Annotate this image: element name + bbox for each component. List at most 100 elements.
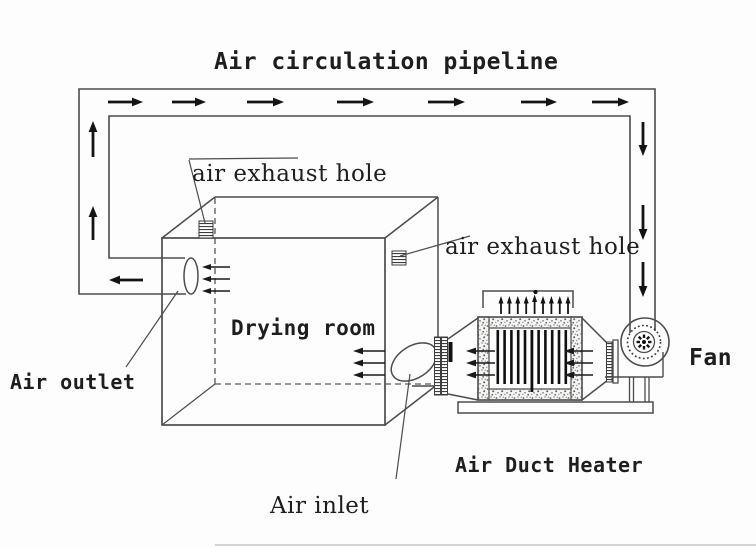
drying-room-label: Drying room bbox=[231, 316, 376, 340]
heater-vent-lid bbox=[482, 290, 574, 308]
exhaust-hole-icon bbox=[198, 220, 214, 239]
flange-bar bbox=[434, 336, 441, 396]
air-inlet-label: Air inlet bbox=[270, 493, 370, 519]
left-arrow-icon bbox=[353, 371, 385, 379]
left-arrow-icon bbox=[353, 359, 385, 367]
air-outlet-leader-line bbox=[125, 290, 179, 368]
fan-hub-dot bbox=[642, 340, 646, 344]
left-duct-flow-arrows bbox=[88, 121, 98, 240]
left-arrow-icon bbox=[466, 359, 495, 367]
heater-left-cone-bottom bbox=[447, 393, 479, 401]
up-arrow-icon bbox=[540, 296, 546, 314]
right-arrow-icon bbox=[337, 97, 374, 107]
air-exhaust-hole-right bbox=[391, 235, 471, 266]
heater-right-cone-bottom bbox=[581, 379, 609, 401]
heater-wall-bottom bbox=[477, 388, 583, 401]
flange-bar bbox=[441, 336, 448, 396]
left-arrow-icon bbox=[353, 347, 385, 355]
outlet-hole-arrows bbox=[202, 264, 230, 294]
up-arrow-icon bbox=[557, 296, 563, 314]
down-arrow-icon bbox=[638, 205, 648, 240]
heater-right-arrows bbox=[564, 347, 593, 379]
left-arrow-icon bbox=[202, 276, 230, 282]
exhaust-right-leader-line bbox=[399, 235, 471, 257]
down-arrow-icon bbox=[638, 262, 648, 297]
circulation-pipeline bbox=[78, 88, 656, 333]
room-top-left-slant bbox=[161, 196, 216, 239]
exhaust-top-overline bbox=[188, 157, 299, 160]
fan-assembly bbox=[605, 317, 670, 402]
heater-wall-right bbox=[570, 316, 583, 401]
left-arrow-icon bbox=[564, 347, 593, 355]
left-arrow-icon bbox=[564, 359, 593, 367]
air-inlet-leader-line bbox=[395, 373, 411, 480]
heater-wall-top bbox=[477, 316, 583, 329]
fan-impeller-icon bbox=[636, 334, 652, 350]
room-bottom-left-slant bbox=[161, 383, 216, 426]
heater-outlet-flange bbox=[606, 341, 613, 383]
heater-right-cone-top bbox=[581, 317, 609, 345]
outlet-duct-flow-arrow bbox=[109, 275, 143, 285]
fan-bolt-ring bbox=[626, 324, 662, 360]
diagram-title: Air circulation pipeline bbox=[214, 49, 559, 75]
exhaust-hole-icon bbox=[391, 250, 407, 266]
air-duct-heater bbox=[447, 289, 654, 414]
up-arrow-icon bbox=[88, 121, 98, 157]
lid-center-dot bbox=[533, 289, 538, 295]
air-outlet-port bbox=[183, 257, 230, 295]
base-plate bbox=[457, 401, 654, 414]
room-front-face bbox=[161, 237, 386, 426]
fan-casing-circle bbox=[620, 317, 670, 367]
up-arrow-icon bbox=[88, 206, 98, 240]
heating-elements bbox=[496, 330, 568, 392]
right-duct-flow-arrows bbox=[638, 122, 648, 297]
left-arrow-icon bbox=[466, 371, 495, 379]
right-arrow-icon bbox=[521, 97, 557, 107]
up-arrow-icon bbox=[548, 296, 554, 314]
heater-wall-left bbox=[477, 316, 490, 401]
pipeline-inner-wall bbox=[108, 115, 631, 333]
air-outlet-label: Air outlet bbox=[10, 370, 136, 394]
inlet-flange bbox=[434, 336, 453, 396]
right-arrow-icon bbox=[592, 97, 629, 107]
fan-inlet-plate bbox=[612, 339, 619, 384]
up-arrow-icon bbox=[523, 296, 529, 314]
room-top-right-slant bbox=[384, 196, 439, 239]
heater-left-arrows bbox=[466, 347, 495, 379]
air-duct-heater-label: Air Duct Heater bbox=[455, 453, 644, 477]
left-arrow-icon bbox=[466, 347, 495, 355]
left-arrow-icon bbox=[202, 288, 230, 294]
up-arrow-icon bbox=[515, 296, 521, 314]
pipeline-outer-wall bbox=[78, 88, 656, 331]
air-inlet-port bbox=[390, 342, 438, 480]
down-arrow-icon bbox=[638, 122, 648, 156]
flange-bolt bbox=[448, 342, 453, 362]
right-arrow-icon bbox=[172, 97, 206, 107]
exhaust-hole-right-label: air exhaust hole bbox=[445, 234, 641, 260]
air-outlet-ellipse bbox=[183, 257, 199, 295]
air-exhaust-hole-top bbox=[188, 157, 299, 239]
room-bottom-right-slant bbox=[384, 383, 439, 426]
exhaust-top-leader-line bbox=[188, 159, 206, 224]
scan-artifact-line bbox=[215, 544, 756, 546]
drying-room-box bbox=[161, 196, 439, 426]
heating-element-long bbox=[530, 330, 534, 392]
fan-legs bbox=[628, 377, 650, 402]
up-arrow-icon bbox=[532, 294, 538, 314]
heater-vent-arrows bbox=[498, 294, 571, 314]
fan-label: Fan bbox=[689, 345, 733, 371]
left-arrow-icon bbox=[202, 264, 230, 270]
right-arrow-icon bbox=[428, 97, 465, 107]
up-arrow-icon bbox=[506, 296, 512, 314]
right-arrow-icon bbox=[247, 97, 284, 107]
top-duct-flow-arrows bbox=[108, 97, 629, 107]
up-arrow-icon bbox=[565, 296, 571, 314]
room-inlet-arrows bbox=[353, 347, 385, 379]
left-arrow-icon bbox=[564, 371, 593, 379]
left-arrow-icon bbox=[109, 275, 143, 285]
right-arrow-icon bbox=[108, 97, 143, 107]
exhaust-hole-top-label: air exhaust hole bbox=[192, 161, 388, 187]
heater-left-cone-top bbox=[447, 317, 479, 340]
